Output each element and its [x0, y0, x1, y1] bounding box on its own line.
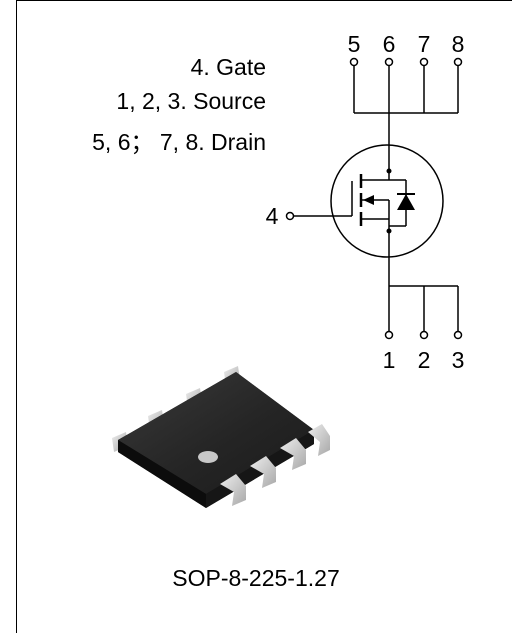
- source-terminals: [384, 330, 463, 340]
- pin-label-7: 7: [418, 31, 431, 57]
- body-arrow-icon: [363, 195, 374, 205]
- legend-gate: 4. Gate: [190, 54, 266, 80]
- sop8-package-image: [112, 366, 330, 508]
- diagram-frame: [16, 0, 512, 633]
- pin-label-3: 3: [452, 347, 465, 373]
- drain-bus: [353, 66, 459, 171]
- pin-label-8: 8: [452, 31, 465, 57]
- gate-lead: [294, 181, 353, 217]
- pin-label-6: 6: [383, 31, 396, 57]
- drain-terminals: [349, 57, 463, 67]
- gate-terminal: [285, 211, 295, 221]
- legend-source: 1, 2, 3. Source: [116, 88, 266, 114]
- pin-label-4: 4: [266, 203, 279, 229]
- package-label: SOP-8-225-1.27: [172, 565, 340, 591]
- legend-drain: 5, 6； 7, 8. Drain: [92, 129, 266, 155]
- pin-label-5: 5: [348, 31, 361, 57]
- mosfet-body-circle: [330, 144, 444, 258]
- source-bus: [388, 231, 459, 331]
- pin-label-1: 1: [383, 347, 396, 373]
- pin-label-2: 2: [418, 347, 431, 373]
- diode-icon: [397, 194, 415, 210]
